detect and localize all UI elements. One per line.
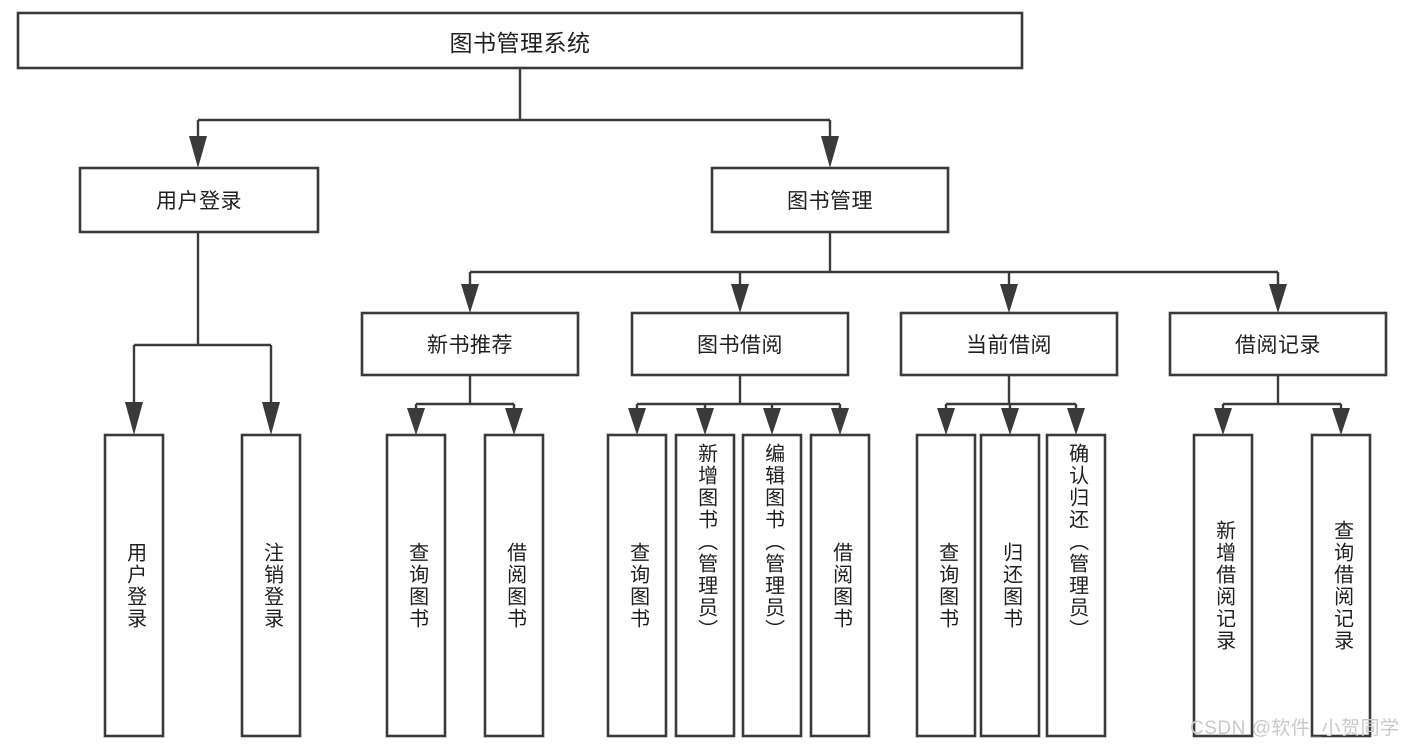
node-leaf-nbr-2[interactable] xyxy=(483,433,545,738)
arrowhead-book-management xyxy=(821,136,839,168)
node-leaf-bb-4[interactable] xyxy=(809,433,871,738)
node-book-borrow[interactable] xyxy=(630,311,850,377)
arrowhead-user-login xyxy=(189,136,207,168)
node-root-book-management-system[interactable] xyxy=(16,11,1024,70)
arrowhead-br-leaf-2 xyxy=(1332,408,1350,435)
arrowhead-cb-leaf-3 xyxy=(1067,408,1085,435)
arrowhead-br-leaf-1 xyxy=(1214,408,1232,435)
arrowhead-bb-leaf-2 xyxy=(696,408,714,435)
arrowhead-new-book-recommend xyxy=(461,284,479,313)
arrowhead-user-login-leaf-2 xyxy=(262,402,280,435)
node-leaf-br-2[interactable] xyxy=(1310,433,1372,738)
arrowhead-borrow-record xyxy=(1269,284,1287,313)
node-book-management[interactable] xyxy=(710,166,950,234)
node-leaf-bb-1[interactable] xyxy=(606,433,668,738)
arrowhead-cb-leaf-2 xyxy=(1001,408,1019,435)
arrowhead-bb-leaf-4 xyxy=(831,408,849,435)
node-leaf-cb-1[interactable] xyxy=(915,433,977,738)
node-leaf-br-1[interactable] xyxy=(1192,433,1254,738)
arrowhead-book-borrow xyxy=(731,284,749,313)
arrowhead-bb-leaf-3 xyxy=(763,408,781,435)
node-user-login[interactable] xyxy=(78,166,320,234)
arrowhead-user-login-leaf-1 xyxy=(125,402,143,435)
csdn-watermark: CSDN @软件_小贺同学 xyxy=(1190,718,1400,739)
node-borrow-record[interactable] xyxy=(1168,311,1388,377)
arrowhead-nbr-leaf-1 xyxy=(407,408,425,435)
node-leaf-bb-3[interactable] xyxy=(741,433,803,738)
arrowhead-nbr-leaf-2 xyxy=(505,408,523,435)
arrowhead-cb-leaf-1 xyxy=(937,408,955,435)
node-leaf-user-login-2[interactable] xyxy=(240,433,302,738)
node-leaf-nbr-1[interactable] xyxy=(385,433,447,738)
node-current-borrow[interactable] xyxy=(899,311,1119,377)
node-leaf-cb-2[interactable] xyxy=(979,433,1041,738)
node-leaf-bb-2[interactable] xyxy=(674,433,736,738)
node-leaf-cb-3[interactable] xyxy=(1045,433,1107,738)
arrowhead-bb-leaf-1 xyxy=(628,408,646,435)
node-leaf-user-login-1[interactable] xyxy=(103,433,165,738)
node-new-book-recommend[interactable] xyxy=(360,311,580,377)
arrowhead-current-borrow xyxy=(1000,284,1018,313)
